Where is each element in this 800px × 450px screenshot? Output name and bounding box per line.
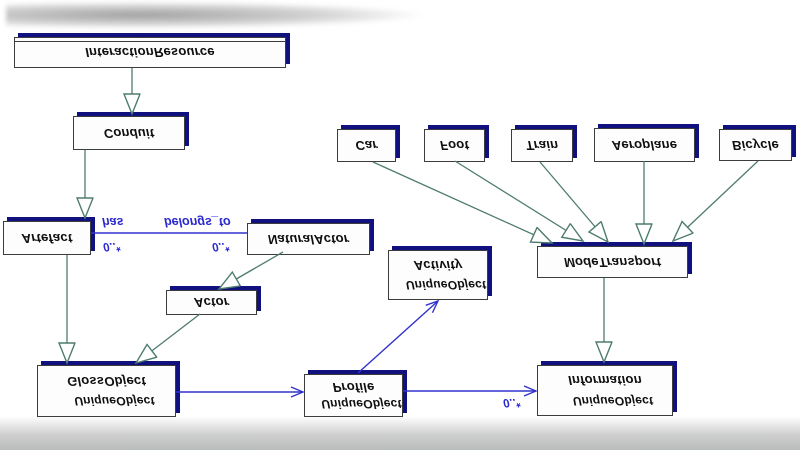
association-label-belongs-to: belongs_to xyxy=(164,215,231,229)
class-name: Bicycle xyxy=(732,137,779,153)
class-name: Train xyxy=(525,138,559,153)
class-name: Conduit xyxy=(103,125,155,141)
class-supertype: UniqueObject xyxy=(321,397,402,412)
class-box-activity: Activity UniqueObject xyxy=(388,250,488,300)
class-supertype: UniqueObject xyxy=(572,393,654,408)
class-name: NaturalActor xyxy=(267,231,350,247)
edge-foot-modetransport xyxy=(454,160,583,241)
class-box-foot: Foot xyxy=(424,129,485,162)
class-box-interaction-resource: InteractionResource xyxy=(14,37,286,68)
multiplicity-natural-actor: 0..* xyxy=(212,240,230,252)
class-name: GlossObject xyxy=(67,373,146,389)
edge-train-modetransport xyxy=(539,161,608,242)
multiplicity-information: 0..* xyxy=(503,396,521,408)
association-label-has: has xyxy=(102,215,124,229)
class-name: ModeTransport xyxy=(564,254,661,270)
class-box-profile: Profile UniqueObject xyxy=(304,374,403,417)
compartment-separator xyxy=(15,41,285,42)
class-box-gloss-object: GlossObject UniqueObject xyxy=(37,365,176,417)
class-box-natural-actor: NaturalActor xyxy=(247,223,370,255)
scan-smudge-bottom xyxy=(0,416,800,450)
class-supertype: UniqueObject xyxy=(405,278,487,292)
edge-naturalactor-actor xyxy=(219,251,284,289)
class-name: InteractionResource xyxy=(85,45,215,60)
class-box-train: Train xyxy=(511,129,573,162)
class-name: Information xyxy=(568,373,642,389)
class-name: Aeroplane xyxy=(611,137,678,153)
edge-bicycle-modetransport xyxy=(673,160,759,241)
multiplicity-artefact: 0..* xyxy=(103,240,121,252)
class-name: Actor xyxy=(194,295,229,310)
class-box-bicycle: Bicycle xyxy=(719,129,792,161)
class-box-artefact: Artefact xyxy=(3,221,91,255)
edge-actor-glossobject xyxy=(136,313,201,363)
class-box-aeroplane: Aeroplane xyxy=(594,128,695,162)
class-box-mode-transport: ModeTransport xyxy=(537,246,688,278)
scan-smudge-top xyxy=(6,2,616,28)
class-supertype: UniqueObject xyxy=(74,394,155,409)
class-box-information: Information UniqueObject xyxy=(537,365,673,416)
class-name: Car xyxy=(355,138,378,153)
class-name: Activity xyxy=(413,258,463,273)
edge-profile-activity xyxy=(357,299,440,374)
class-name: Foot xyxy=(440,138,469,153)
edge-car-modetransport xyxy=(372,161,552,243)
class-name: Profile xyxy=(332,379,375,395)
class-box-conduit: Conduit xyxy=(73,116,185,150)
class-box-actor: Actor xyxy=(166,290,257,315)
class-name: Artefact xyxy=(21,230,73,246)
class-box-car: Car xyxy=(337,129,396,162)
